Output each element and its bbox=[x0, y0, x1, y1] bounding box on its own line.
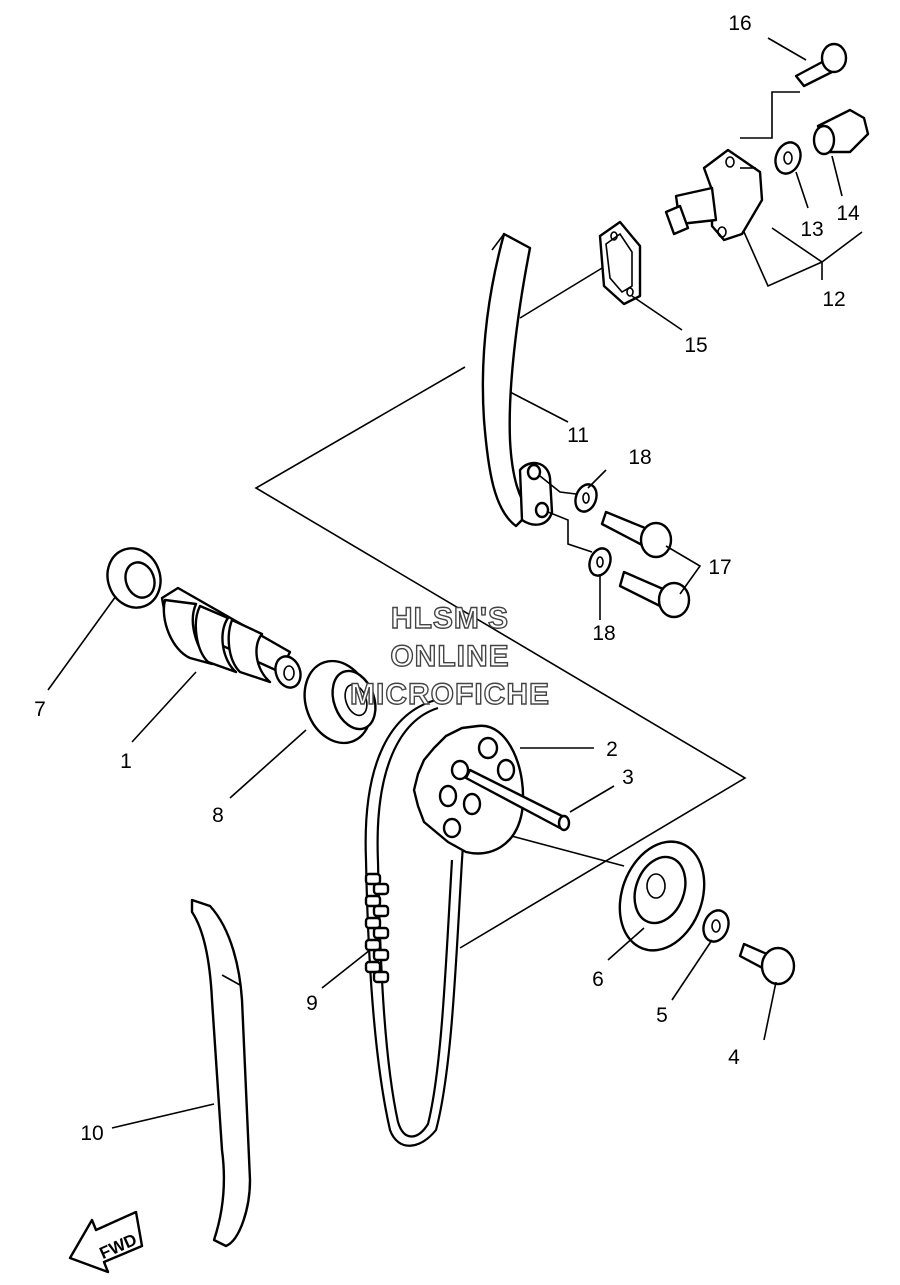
watermark: HLSM'S ONLINE MICROFICHE bbox=[349, 601, 550, 711]
watermark-line-1: HLSM'S bbox=[391, 602, 509, 635]
washer-part bbox=[702, 909, 730, 943]
callout-4: 4 bbox=[728, 1046, 740, 1069]
dowel-pin-part bbox=[464, 768, 571, 832]
callout-17: 17 bbox=[708, 556, 731, 579]
callout-8: 8 bbox=[212, 804, 224, 827]
callout-1: 1 bbox=[120, 750, 132, 773]
leader-lines bbox=[47, 37, 863, 1129]
bolt-top-part bbox=[794, 42, 848, 88]
callout-9: 9 bbox=[306, 992, 318, 1015]
bolt-lower-part bbox=[738, 942, 796, 986]
callout-6: 6 bbox=[592, 968, 604, 991]
callout-16: 16 bbox=[728, 12, 751, 35]
callout-13: 13 bbox=[800, 218, 823, 241]
camshaft-part bbox=[160, 586, 302, 689]
cam-sprocket-part bbox=[412, 724, 525, 855]
bolt-upper-17-part bbox=[600, 510, 673, 559]
cam-plate-part bbox=[618, 840, 706, 952]
callout-5: 5 bbox=[656, 1004, 668, 1027]
chain-guide-front-part bbox=[481, 232, 554, 528]
watermark-line-2: ONLINE bbox=[390, 640, 509, 673]
chain-links bbox=[364, 872, 390, 984]
chain-guide-rear-part bbox=[190, 898, 252, 1248]
watermark-line-3: MICROFICHE bbox=[350, 678, 550, 711]
washer-upper-18-part bbox=[574, 483, 598, 513]
forward-arrow-icon: FWD bbox=[68, 1210, 144, 1274]
callout-14: 14 bbox=[836, 202, 860, 225]
cap-bolt-part bbox=[812, 108, 870, 156]
cam-chain bbox=[364, 698, 472, 1147]
callout-11: 11 bbox=[567, 424, 589, 447]
bolt-lower-17-part bbox=[618, 570, 691, 619]
bearing-center-part bbox=[303, 659, 377, 745]
callout-2: 2 bbox=[606, 738, 618, 761]
bearing-left-part bbox=[106, 547, 162, 609]
washer-tensioner-part bbox=[774, 141, 802, 175]
callout-18-lower: 18 bbox=[592, 622, 615, 645]
callout-18-upper: 18 bbox=[628, 446, 651, 469]
callout-10: 10 bbox=[80, 1122, 103, 1145]
callout-15: 15 bbox=[684, 334, 707, 357]
callout-7: 7 bbox=[34, 698, 46, 721]
callout-12: 12 bbox=[822, 288, 845, 311]
gasket-part bbox=[598, 220, 642, 306]
callout-3: 3 bbox=[622, 766, 634, 789]
chain-tensioner-part bbox=[664, 148, 764, 242]
callout-labels: 1 2 3 4 5 6 7 8 9 10 11 12 13 14 15 16 1… bbox=[34, 12, 860, 1145]
washer-lower-18-part bbox=[588, 547, 612, 577]
